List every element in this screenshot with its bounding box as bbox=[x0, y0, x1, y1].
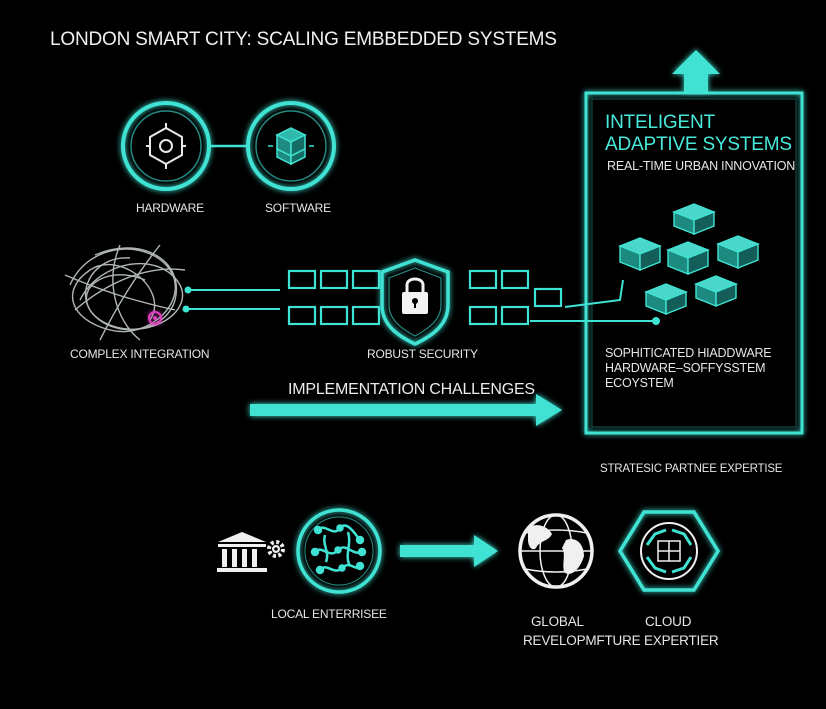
panel-desc-line1: SOPHITICATED HIADDWARE bbox=[605, 346, 772, 360]
page-title: LONDON SMART CITY: SCALING EMBBEDDED SYS… bbox=[50, 29, 557, 50]
local-enterprise-node bbox=[296, 508, 382, 594]
robust-security-label: ROBUST SECURITY bbox=[367, 347, 478, 361]
hotspot-marker bbox=[148, 311, 162, 325]
panel-desc-line3: ECOYSTEM bbox=[605, 376, 674, 390]
gear-icon bbox=[267, 540, 285, 558]
panel-title-line1: INTELIGENT bbox=[605, 112, 715, 133]
network-cluster-icon bbox=[310, 524, 367, 575]
panel-title-line2: ADAPTIVE SYSTEMS bbox=[605, 134, 792, 155]
segmented-sphere-icon bbox=[645, 528, 693, 574]
hardware-label: HARDWARE bbox=[136, 201, 204, 215]
institution-icon bbox=[217, 532, 267, 572]
adaptive-systems-panel bbox=[584, 91, 804, 435]
expansion-arrow bbox=[400, 535, 498, 567]
to-panel-connector bbox=[530, 279, 660, 325]
cloud-node bbox=[617, 510, 721, 592]
challenges-arrow bbox=[250, 394, 562, 426]
tangle-icon bbox=[64, 244, 186, 341]
hotspot-dot bbox=[153, 316, 157, 320]
data-blocks-left bbox=[287, 269, 381, 326]
cloud-label: CLOUD bbox=[645, 614, 692, 629]
integration-connectors bbox=[182, 286, 280, 313]
local-enterprise-label: LOCAL ENTERRISEE bbox=[271, 607, 387, 621]
shield-lock-icon bbox=[380, 258, 450, 346]
strategic-partner-label: STRATESIC PARTNEE EXPERTISE bbox=[600, 463, 783, 475]
cube-stack-icon bbox=[268, 127, 314, 166]
globe-icon bbox=[518, 513, 594, 589]
global-label: GLOBAL bbox=[531, 614, 584, 629]
module-cubes bbox=[618, 203, 760, 316]
complex-integration-label: COMPLEX INTEGRATION bbox=[70, 347, 210, 361]
up-arrow bbox=[672, 50, 720, 92]
global-cloud-sublabel: REVELOPMFTURE EXPERTIER bbox=[523, 633, 719, 648]
software-node bbox=[246, 101, 336, 191]
hardware-node bbox=[121, 101, 211, 191]
chip-icon bbox=[146, 123, 186, 169]
implementation-challenges-label: IMPLEMENTATION CHALLENGES bbox=[288, 381, 535, 398]
data-blocks-right bbox=[468, 269, 563, 326]
panel-subtitle: REAL-TIME URBAN INNOVATION bbox=[607, 159, 796, 173]
software-label: SOFTWARE bbox=[265, 201, 331, 215]
panel-desc-line2: HARDWARE–SOFFYSSTEM bbox=[605, 361, 766, 375]
